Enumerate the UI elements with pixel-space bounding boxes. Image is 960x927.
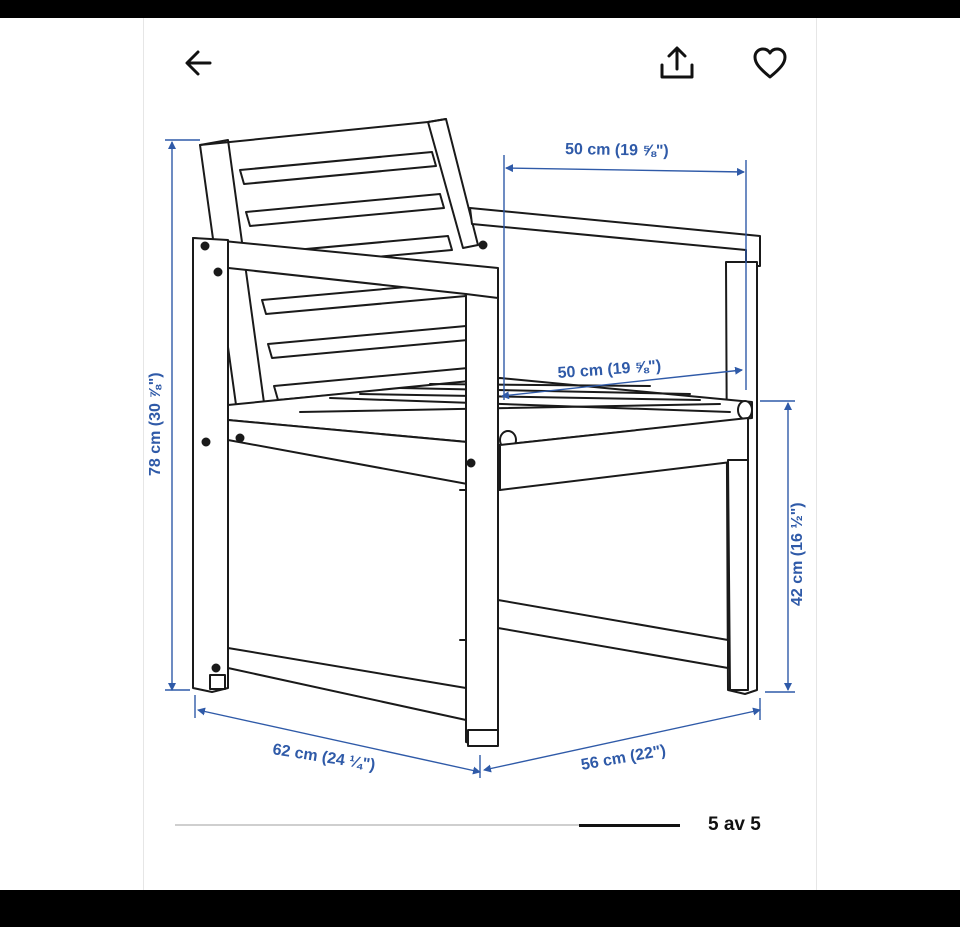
- back-button[interactable]: [178, 43, 218, 83]
- dimension-lines: [165, 139, 795, 778]
- heart-outline-icon: [753, 47, 787, 79]
- left-margin: [0, 18, 143, 890]
- viewer-border-left: [143, 18, 144, 890]
- favorite-button[interactable]: [750, 43, 790, 83]
- dimension-seat-height: 42 cm (16 ½"): [789, 502, 806, 606]
- viewer-border-right: [816, 18, 817, 890]
- gallery-progress-fill: [579, 823, 680, 827]
- share-button[interactable]: [657, 43, 697, 83]
- dimension-total-height: 78 cm (30 ⅞"): [147, 372, 164, 476]
- chair-line-art: [192, 118, 761, 747]
- share-upload-icon: [660, 46, 694, 79]
- gallery-counter: 5 av 5: [708, 814, 761, 835]
- arrow-left-icon: [185, 50, 212, 76]
- dimension-seat-width: 50 cm (19 ⅝"): [557, 358, 662, 382]
- dimension-backrest-width: 50 cm (19 ⅝"): [565, 141, 669, 160]
- right-margin: [816, 18, 960, 890]
- gallery-progress-track: [175, 823, 680, 827]
